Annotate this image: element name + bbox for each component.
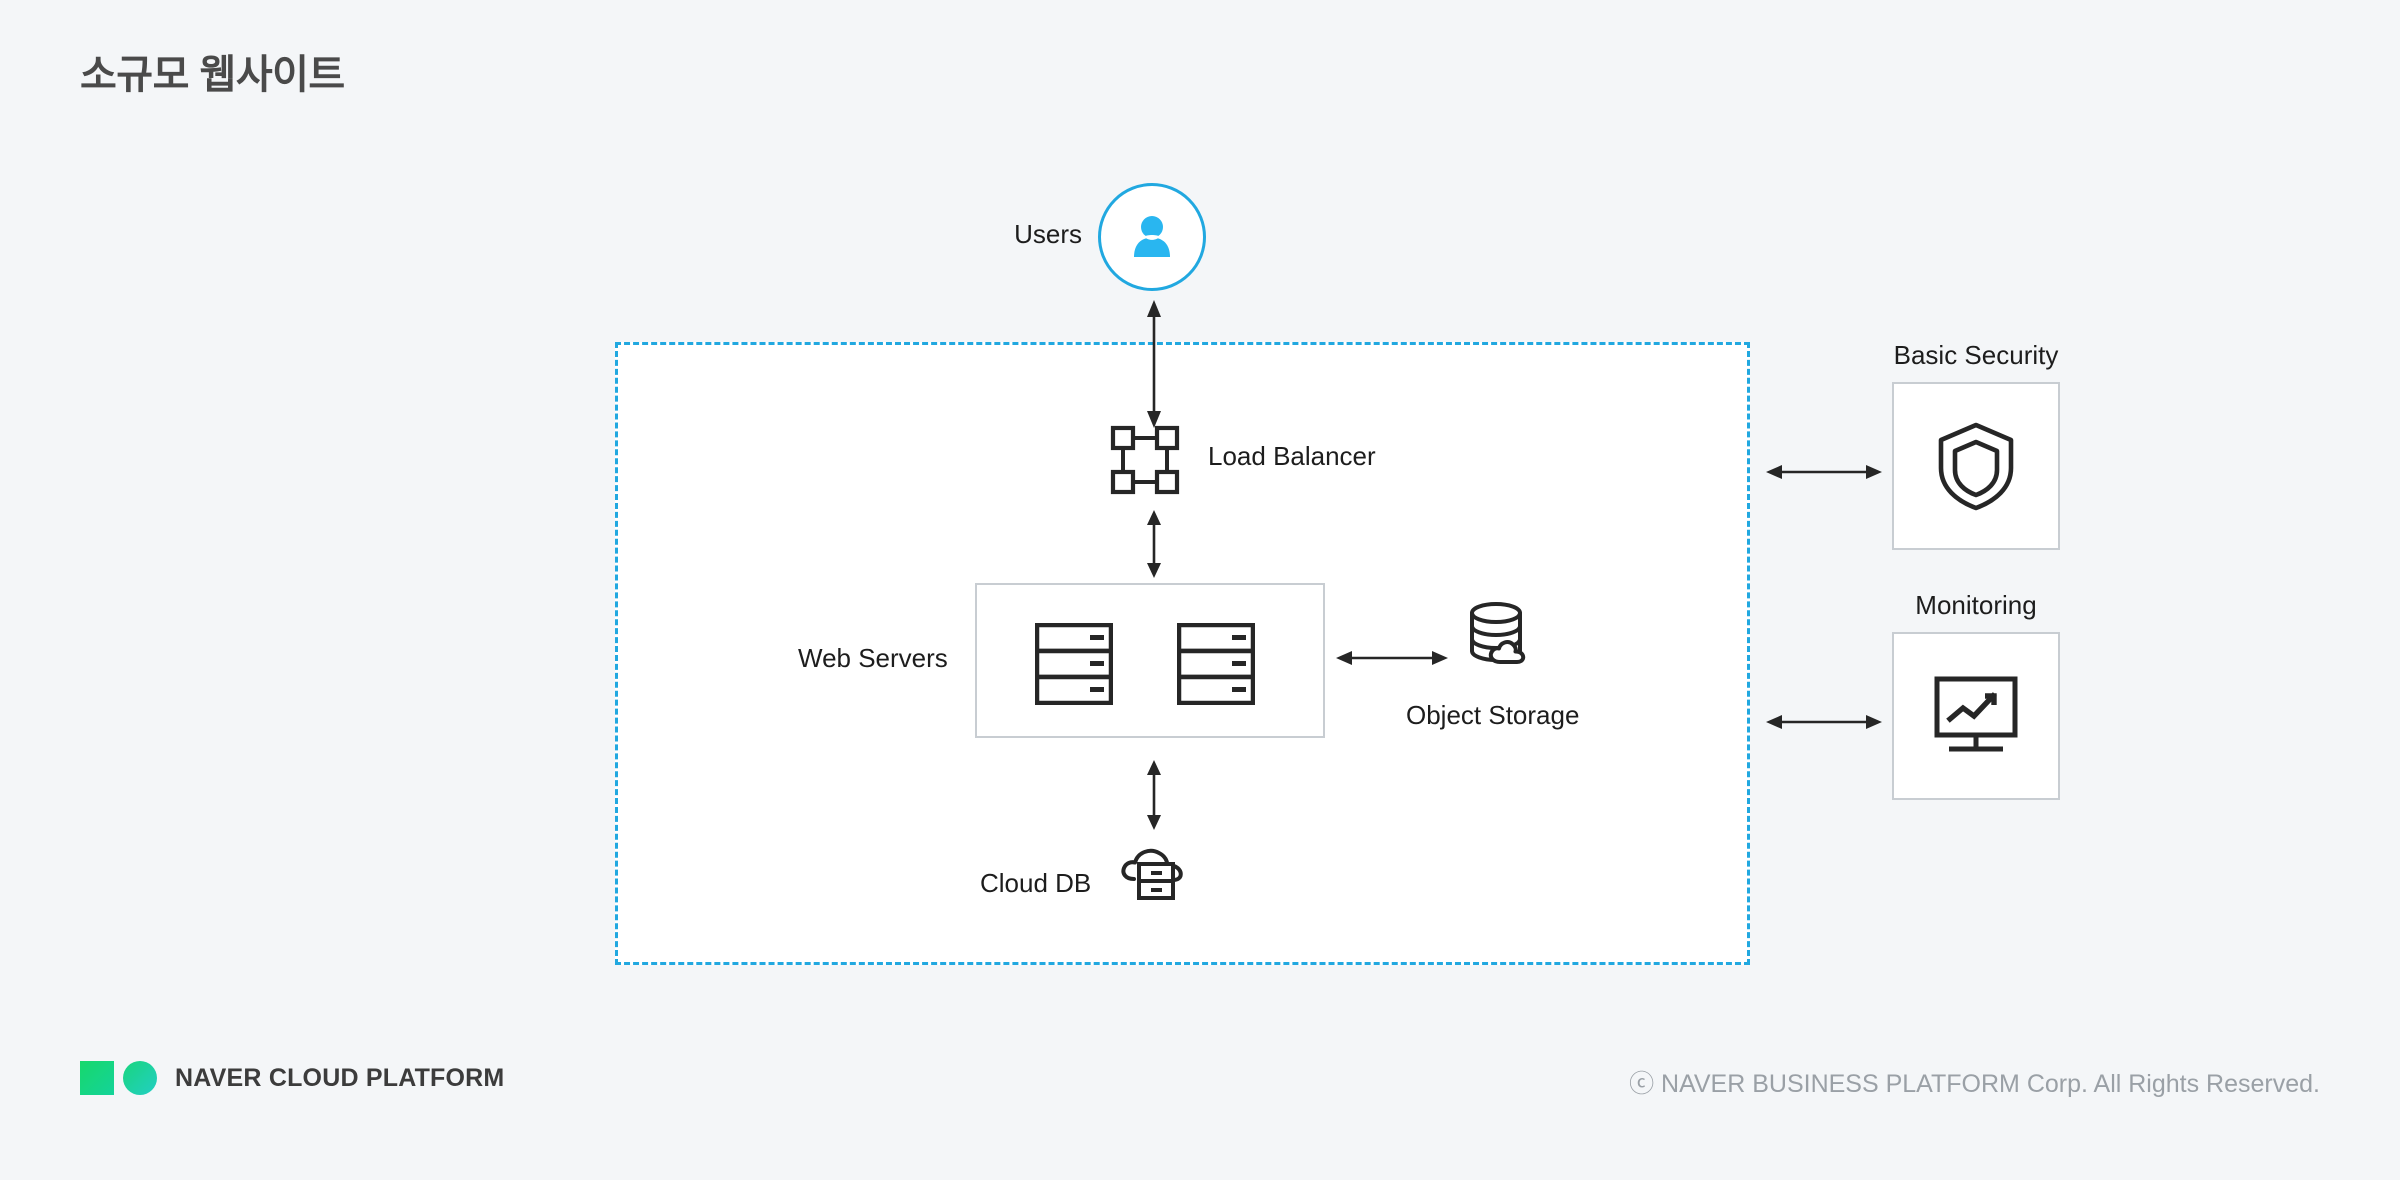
users-circle: [1098, 183, 1206, 291]
panel-box-monitoring: [1892, 632, 2060, 800]
load-balancer-icon: [1110, 425, 1180, 495]
panel-monitoring[interactable]: Monitoring: [1892, 590, 2060, 800]
logo-circle-mark: [123, 1061, 157, 1095]
panel-title-basic-security: Basic Security: [1893, 340, 2059, 370]
arrow-load-balancer-to-web-servers: [1147, 510, 1161, 578]
monitor-chart-icon: [1934, 676, 2018, 752]
logo-suffix: CLOUD PLATFORM: [261, 1063, 505, 1092]
panel-basic-security[interactable]: Basic Security: [1892, 340, 2060, 550]
node-web-servers[interactable]: [975, 583, 1325, 738]
user-icon: [1134, 216, 1170, 257]
logo-brand: NAVER: [175, 1063, 262, 1092]
arrow-users-to-load-balancer: [1147, 300, 1161, 428]
footer-copyright: ⓒ NAVER BUSINESS PLATFORM Corp. All Righ…: [1629, 1070, 2320, 1098]
object-storage-icon: [1470, 602, 1526, 664]
panel-box-basic-security: [1892, 382, 2060, 550]
arrow-web-servers-to-cloud-db: [1147, 760, 1161, 830]
node-label-users: Users: [1014, 219, 1082, 249]
node-cloud-db[interactable]: [1120, 845, 1186, 903]
node-label-load-balancer: Load Balancer: [1208, 441, 1376, 471]
server-rack-icon: [1035, 623, 1113, 705]
node-object-storage[interactable]: [1464, 600, 1536, 672]
logo-wordmark: NAVER CLOUD PLATFORM: [175, 1064, 504, 1093]
shield-icon: [1938, 422, 2014, 511]
node-label-cloud-db: Cloud DB: [980, 868, 1092, 898]
node-label-object-storage: Object Storage: [1406, 700, 1580, 730]
arrow-region-to-basic-security: [1766, 465, 1882, 479]
node-users[interactable]: Users: [1014, 183, 1206, 291]
arrow-web-servers-to-object-storage: [1336, 651, 1448, 665]
node-label-web-servers: Web Servers: [798, 643, 948, 673]
node-load-balancer[interactable]: [1110, 425, 1180, 495]
logo-square-mark: [80, 1061, 114, 1095]
arrow-region-to-monitoring: [1766, 715, 1882, 729]
page-title: 소규모 웹사이트: [80, 53, 345, 97]
panel-title-monitoring: Monitoring: [1915, 590, 2037, 620]
footer-logo: NAVER CLOUD PLATFORM: [80, 1060, 504, 1096]
server-rack-icon: [1177, 623, 1255, 705]
cloud-db-icon: [1121, 848, 1183, 900]
